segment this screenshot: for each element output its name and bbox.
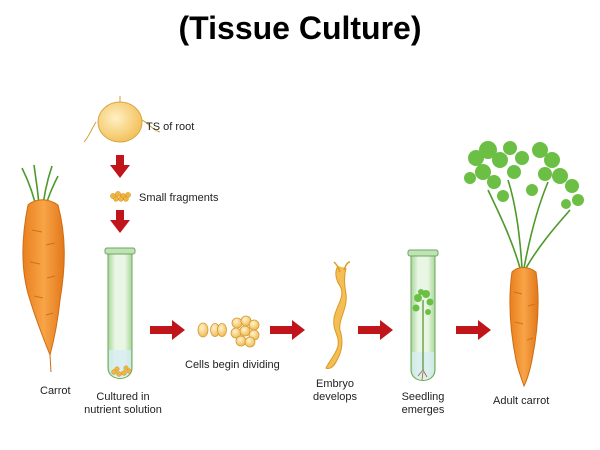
label-cultured: Cultured in nutrient solution xyxy=(84,391,162,417)
right-arrow-3 xyxy=(358,320,393,340)
label-embryo: Embryo develops xyxy=(310,378,360,404)
small-fragments-cluster xyxy=(110,191,131,202)
right-arrow-1 xyxy=(150,320,185,340)
page-title: (Tissue Culture) xyxy=(178,10,422,46)
dividing-cells xyxy=(197,315,260,348)
label-small-fragments: Small fragments xyxy=(139,192,219,204)
label-seedling: Seedling emerges xyxy=(393,391,453,417)
label-ts-of-root: TS of root xyxy=(146,121,195,133)
label-seedling-line2: emerges xyxy=(401,404,445,416)
seedling-tube xyxy=(407,249,439,381)
culture-tube xyxy=(104,247,136,379)
label-seedling-line1: Seedling xyxy=(401,391,445,403)
root-cross-section xyxy=(83,96,161,143)
label-embryo-line1: Embryo xyxy=(316,378,354,390)
label-cells-dividing: Cells begin dividing xyxy=(185,359,280,371)
adult-carrot xyxy=(464,141,584,388)
label-cultured-line1: Cultured in xyxy=(96,391,150,403)
label-carrot: Carrot xyxy=(40,385,71,397)
down-arrow-1 xyxy=(110,155,130,178)
embryo xyxy=(325,261,351,369)
right-arrow-4 xyxy=(456,320,491,340)
right-arrow-2 xyxy=(270,320,305,340)
label-adult-carrot: Adult carrot xyxy=(493,395,550,407)
carrot-illustration xyxy=(21,164,65,373)
label-embryo-line2: develops xyxy=(312,391,358,403)
down-arrow-2 xyxy=(110,210,130,233)
label-cultured-line2: nutrient solution xyxy=(84,404,162,416)
